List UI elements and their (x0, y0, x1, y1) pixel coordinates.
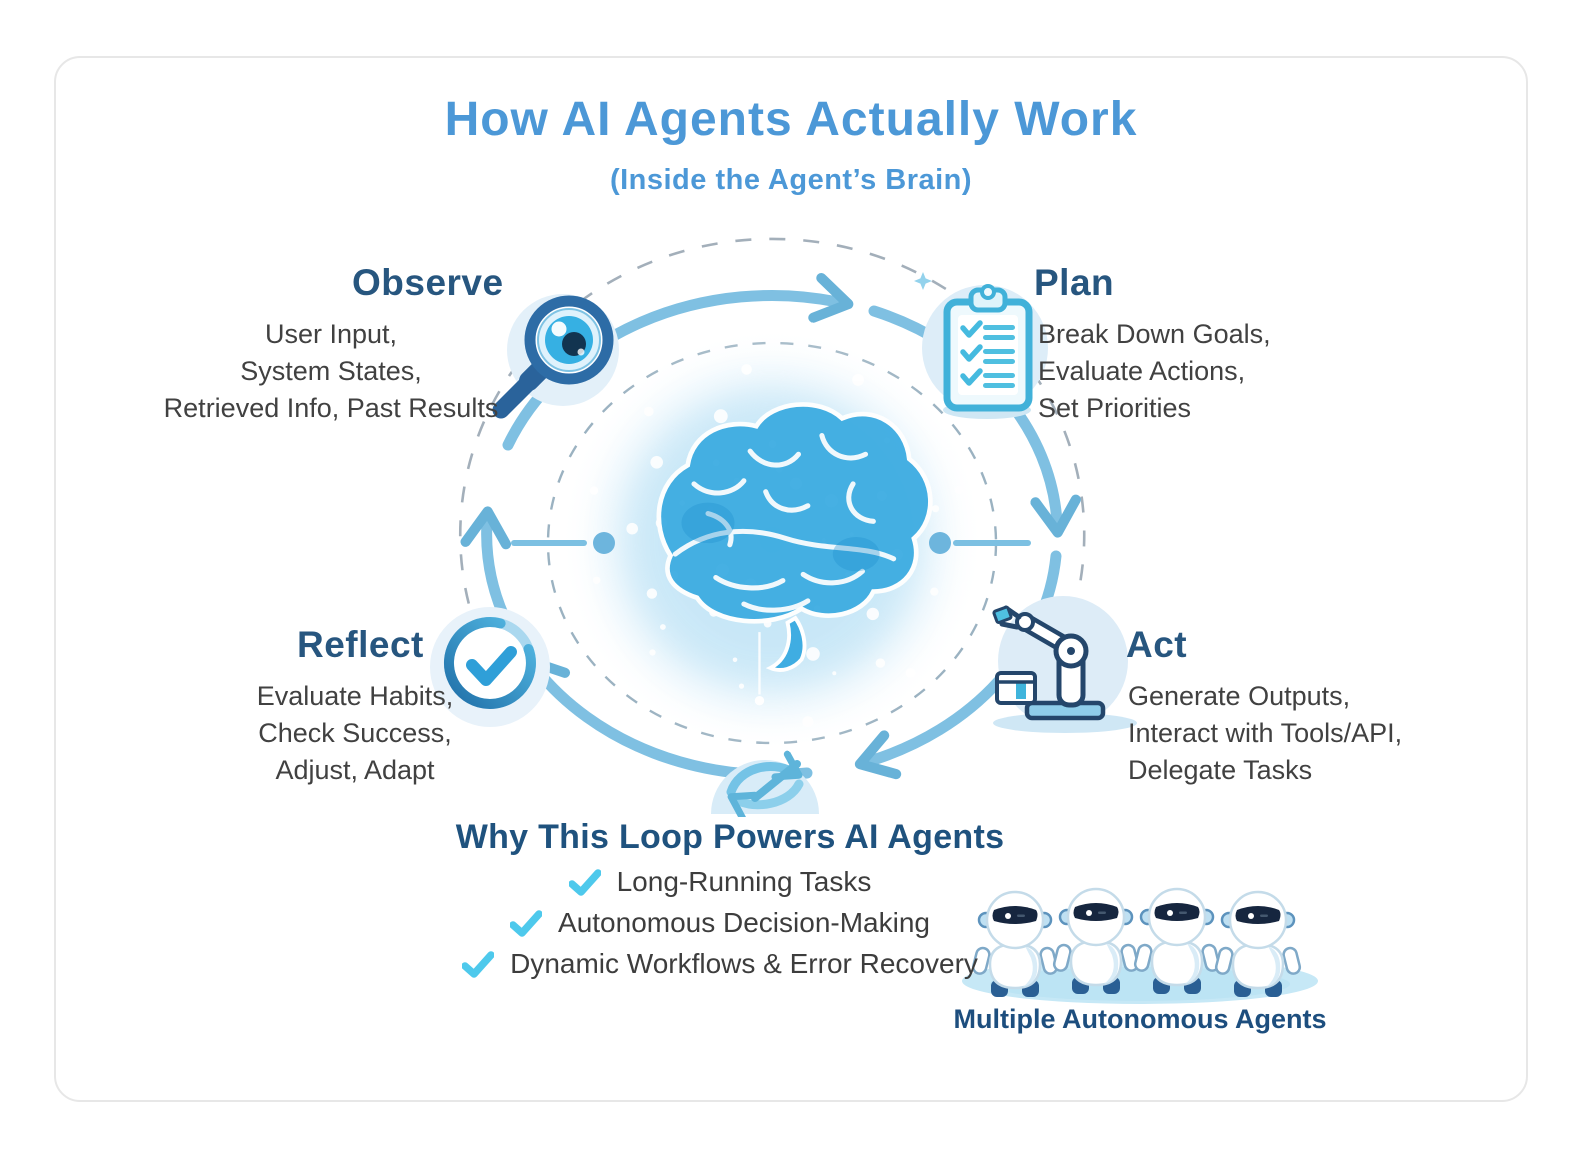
why-item-label: Autonomous Decision-Making (558, 907, 930, 938)
check-icon (568, 868, 601, 896)
robot-arm-icon (992, 596, 1137, 733)
step-line: Check Success, (258, 718, 452, 748)
check-icon (510, 909, 543, 937)
step-heading-act: Act (1126, 624, 1188, 665)
step-line: Adjust, Adapt (275, 755, 435, 785)
step-line: Interact with Tools/API, (1128, 718, 1403, 748)
step-lines-reflect: Evaluate Habits, Check Success, Adjust, … (200, 678, 510, 789)
why-list-item: Autonomous Decision-Making (510, 907, 930, 939)
why-list-item: Long-Running Tasks (568, 866, 872, 898)
why-list-item: Dynamic Workflows & Error Recovery (462, 948, 978, 980)
brain-icon (656, 402, 933, 706)
clipboard-checklist-icon (922, 284, 1048, 419)
outer-dashed-circle (459, 237, 1086, 661)
check-circle-icon (430, 607, 550, 727)
cycle-refresh-icon (711, 722, 819, 817)
step-heading-observe: Observe (352, 262, 504, 303)
step-lines-plan: Break Down Goals, Evaluate Actions, Set … (1038, 316, 1418, 427)
connector-nodes (511, 532, 1031, 554)
magnifier-eye-icon (492, 294, 619, 419)
step-line: Delegate Tasks (1128, 755, 1313, 785)
check-icon (462, 950, 495, 978)
sparkle-icon (914, 272, 932, 290)
step-line: Evaluate Actions, (1038, 356, 1246, 386)
step-heading-plan: Plan (1034, 262, 1115, 303)
why-item-label: Dynamic Workflows & Error Recovery (510, 948, 978, 979)
page-title: How AI Agents Actually Work (444, 93, 1138, 146)
autonomous-agents-illustration (962, 887, 1318, 1004)
why-item-label: Long-Running Tasks (616, 866, 872, 897)
why-section-list: Long-Running Tasks Autonomous Decision-M… (420, 866, 1020, 980)
agents-caption: Multiple Autonomous Agents (953, 1004, 1327, 1034)
page-subtitle: (Inside the Agent’s Brain) (609, 164, 973, 196)
step-lines-act: Generate Outputs, Interact with Tools/AP… (1128, 678, 1528, 789)
step-line: System States, (240, 356, 422, 386)
step-line: Break Down Goals, (1038, 319, 1271, 349)
step-line: Retrieved Info, Past Results (163, 393, 499, 423)
step-heading-reflect: Reflect (297, 624, 424, 665)
why-section-heading: Why This Loop Powers AI Agents (455, 818, 1005, 856)
cycle-arrow-segment (502, 272, 854, 451)
step-line: Set Priorities (1038, 393, 1192, 423)
step-lines-observe: User Input, System States, Retrieved Inf… (150, 316, 512, 427)
step-line: Generate Outputs, (1128, 681, 1351, 711)
step-line: Evaluate Habits, (256, 681, 454, 711)
step-line: User Input, (264, 319, 398, 349)
